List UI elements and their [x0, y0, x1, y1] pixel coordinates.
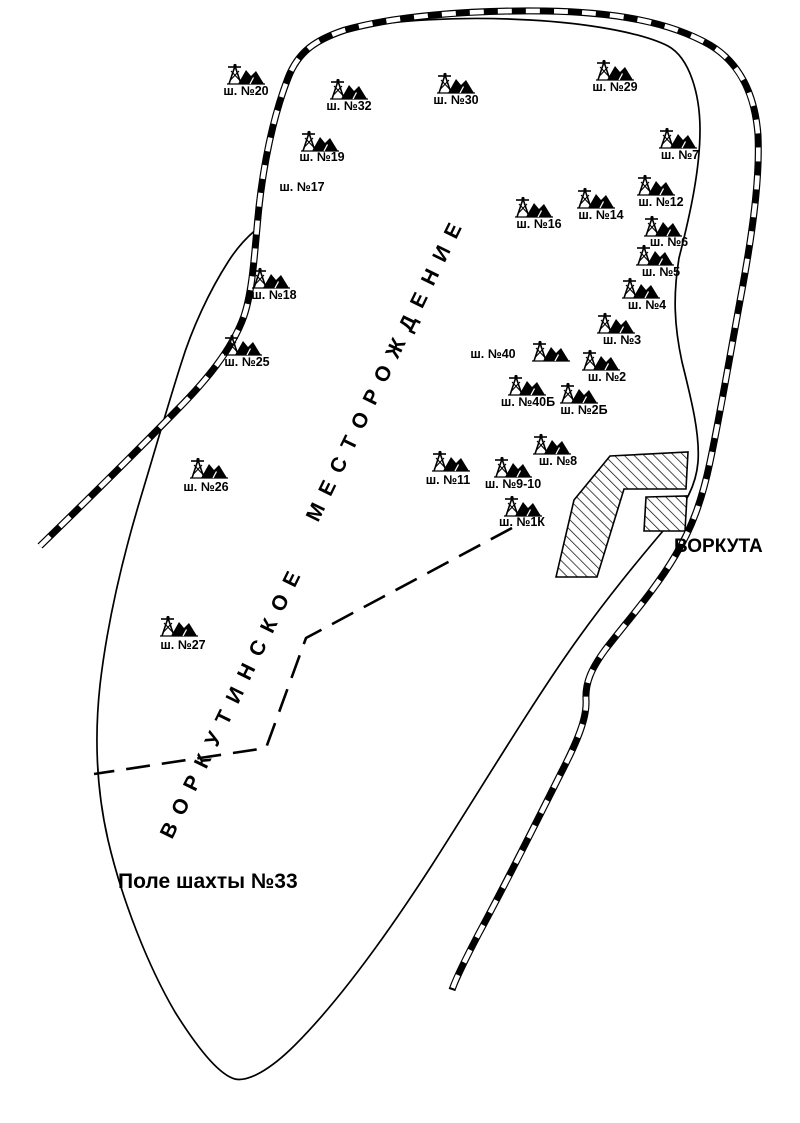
mine-label: ш. №9-10 [485, 477, 541, 491]
mines-layer: ш. №20 ш. №32 ш. №30 ш. №29 ш. №7 ш. №19 ш. №1… [159, 59, 699, 652]
city-block-small [643, 495, 688, 532]
city-block-main [554, 451, 689, 578]
mine-label: ш. №4 [628, 298, 666, 312]
mine-label: ш. №40 [470, 347, 515, 361]
mine-label: ш. №20 [223, 84, 268, 98]
mine-marker: ш. №26 [183, 457, 229, 494]
city-label: ВОРКУТА [674, 536, 763, 557]
mine-marker: ш. №2Б [559, 382, 608, 417]
mine-label: ш. №18 [251, 288, 296, 302]
mine-label: ш. №6 [650, 235, 688, 249]
mine-marker: ш. №32 [326, 78, 372, 113]
mine-marker: ш. №27 [159, 615, 206, 652]
mine-marker: ш. №1К [499, 495, 545, 529]
mine-label: ш. №3 [603, 333, 641, 347]
mine-label: ш. №11 [426, 473, 471, 487]
mine-marker: ш. №8 [532, 433, 577, 468]
mine-label: ш. №16 [516, 217, 561, 231]
mine-marker: ш. №2 [581, 349, 626, 384]
mine-marker: ш. №25 [223, 334, 270, 369]
mine-marker: ш. №30 [433, 72, 479, 107]
mine-marker: ш. №19 [299, 130, 345, 164]
mine-marker: ш. №5 [635, 244, 680, 279]
deposit-boundary [96, 17, 701, 1081]
mine-marker: ш. №9-10 [485, 456, 541, 491]
mine-label: ш. №8 [539, 454, 577, 468]
mine-marker: ш. №29 [592, 59, 638, 94]
mine-marker: ш. №20 [223, 63, 269, 98]
mine-label: ш. №7 [661, 148, 699, 162]
mine-label: ш. №26 [183, 480, 228, 494]
city-area [554, 451, 689, 578]
railway-line [37, 7, 762, 992]
mine-label: ш. №14 [578, 208, 623, 222]
mine-label: ш. №32 [326, 99, 371, 113]
field-33-label: Поле шахты №33 [118, 870, 298, 893]
mine-field-33-boundary [93, 526, 513, 776]
mine-marker: ш. №18 [251, 267, 297, 302]
mine-label: ш. №27 [160, 638, 205, 652]
mine-marker: ш. №6 [643, 215, 688, 249]
mine-label: ш. №12 [638, 195, 683, 209]
mine-label: ш. №25 [224, 355, 269, 369]
mine-marker: ш. №11 [426, 450, 471, 487]
mine-label: ш. №30 [433, 93, 478, 107]
mine-marker: ш. №40Б [501, 374, 555, 409]
mine-marker: ш. №14 [576, 187, 624, 222]
mine-marker: ш. №12 [636, 174, 684, 209]
mine-marker: ш. №7 [658, 127, 699, 162]
mine-label: ш. №2Б [560, 403, 607, 417]
mine-label: ш. №40Б [501, 395, 555, 409]
mine-label: ш. №29 [592, 80, 637, 94]
mine-headframe-icon [226, 63, 266, 85]
mine-marker: ш. №16 [514, 196, 562, 231]
mine-label: ш. №1К [499, 515, 545, 529]
mine-label: ш. №5 [642, 265, 680, 279]
mine-marker: ш. №40 [470, 340, 571, 362]
mine-label: ш. №2 [588, 370, 626, 384]
mine-marker: ш. №17 [279, 180, 324, 194]
mine-marker: ш. №4 [621, 277, 666, 312]
mine-label: ш. №19 [299, 150, 344, 164]
mine-marker: ш. №3 [596, 312, 641, 347]
mine-label: ш. №17 [279, 180, 324, 194]
